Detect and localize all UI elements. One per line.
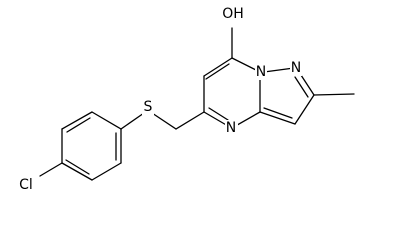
bond-s-aryl [120,112,145,130]
bond-ar-2-3 [91,162,122,181]
sulfur-label: S [144,99,153,115]
bond-c5-n4 [203,111,229,127]
atom-labels: OH S N N N Cl [12,4,302,194]
bond-ch2-s [151,112,177,130]
bond-ar-5-6 [61,111,93,130]
bond-ar-6-1 [91,111,122,130]
bond-c3-c3a-inner [263,107,293,119]
bond-c2-methyl [313,93,355,96]
bond-ar-3-4 [61,162,93,181]
bond-c5-n4-inner [208,107,229,121]
bond-c7-c6 [203,57,233,77]
nitrogen-label-bridge: N [256,64,266,80]
nitrogen-label-pyrazole: N [291,60,301,76]
bond-n1-c2-inner [294,76,309,98]
molecule-drawing: OH S N N N Cl [12,4,355,194]
hydroxyl-label: OH [222,6,244,22]
bond-c5-ch2 [175,111,205,130]
bond-c3-c3a [259,111,296,125]
bond-lines [39,27,355,181]
bond-ar-inner-c [66,117,91,133]
bond-n7a-n1 [263,67,295,73]
nitrogen-label-pyrimidine: N [226,120,236,136]
bond-ar-cl [39,162,63,177]
chlorine-label: Cl [19,177,33,193]
bond-c2-c3 [294,94,315,125]
bond-c7-c6-inner [205,63,230,80]
bond-ar-inner-b [65,159,90,175]
structure-canvas: OH S N N N Cl [12,4,355,194]
